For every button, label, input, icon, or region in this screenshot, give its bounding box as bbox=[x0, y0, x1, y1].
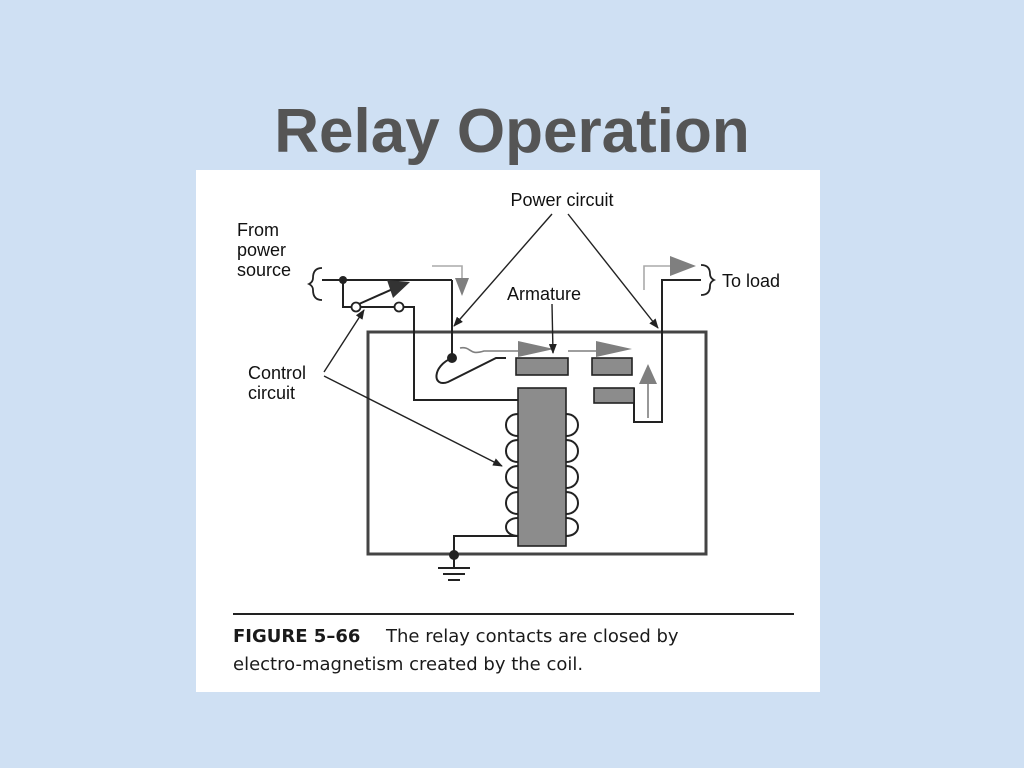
power-leader-right bbox=[567, 213, 659, 329]
source-flow-arrow bbox=[432, 265, 463, 278]
leader-lines bbox=[323, 213, 659, 467]
relay-diagram: Power circuit From power source Armature… bbox=[233, 190, 794, 675]
caption-line2: electro-magnetism created by the coil. bbox=[233, 654, 583, 675]
slide-title: Relay Operation bbox=[274, 97, 750, 166]
power-leader-left bbox=[453, 213, 553, 327]
gap-flow-arrowhead bbox=[596, 341, 632, 357]
supply-junction-dot bbox=[339, 276, 347, 284]
ground-junction-dot bbox=[449, 550, 459, 560]
to-load-label: To load bbox=[722, 271, 780, 291]
power-circuit-label: Power circuit bbox=[510, 190, 613, 210]
lower-fixed-contact bbox=[593, 387, 635, 404]
from-power-source-label-line1: From bbox=[237, 220, 279, 240]
return-flow-arrowhead bbox=[639, 364, 657, 384]
caption-line1: The relay contacts are closed by bbox=[385, 626, 679, 647]
current-flow-arrows bbox=[432, 256, 696, 418]
switch-contact-right bbox=[393, 301, 405, 313]
control-leader-switch bbox=[323, 309, 365, 373]
source-terminal-bracket bbox=[306, 267, 323, 301]
load-flow-arrowhead bbox=[670, 256, 696, 276]
armature-leader bbox=[548, 303, 557, 354]
figure-number: FIGURE 5–66 bbox=[233, 626, 360, 647]
source-flow-arrowhead bbox=[455, 278, 469, 296]
control-circuit-label-line1: Control bbox=[248, 363, 306, 383]
armature-contact-block bbox=[515, 357, 569, 376]
armature-pivot-dot bbox=[447, 353, 457, 363]
control-circuit-label-line2: circuit bbox=[248, 383, 295, 403]
load-terminal-bracket bbox=[700, 264, 717, 296]
armature-label: Armature bbox=[507, 284, 581, 304]
from-power-source-label-line3: source bbox=[237, 260, 291, 280]
armature-flow-line bbox=[459, 346, 518, 354]
from-power-source-label-line2: power bbox=[237, 240, 286, 260]
switch-arrowhead bbox=[387, 280, 410, 298]
control-leader-coil bbox=[323, 375, 503, 467]
coil-windings bbox=[505, 413, 579, 537]
upper-fixed-contact bbox=[591, 357, 633, 376]
load-flow-line bbox=[643, 265, 670, 290]
figure-panel: Power circuit From power source Armature… bbox=[196, 170, 820, 692]
coil-core bbox=[517, 387, 567, 547]
relay-housing bbox=[366, 330, 708, 556]
circuit-wiring bbox=[322, 279, 701, 555]
armature-flow-arrowhead bbox=[518, 341, 554, 357]
